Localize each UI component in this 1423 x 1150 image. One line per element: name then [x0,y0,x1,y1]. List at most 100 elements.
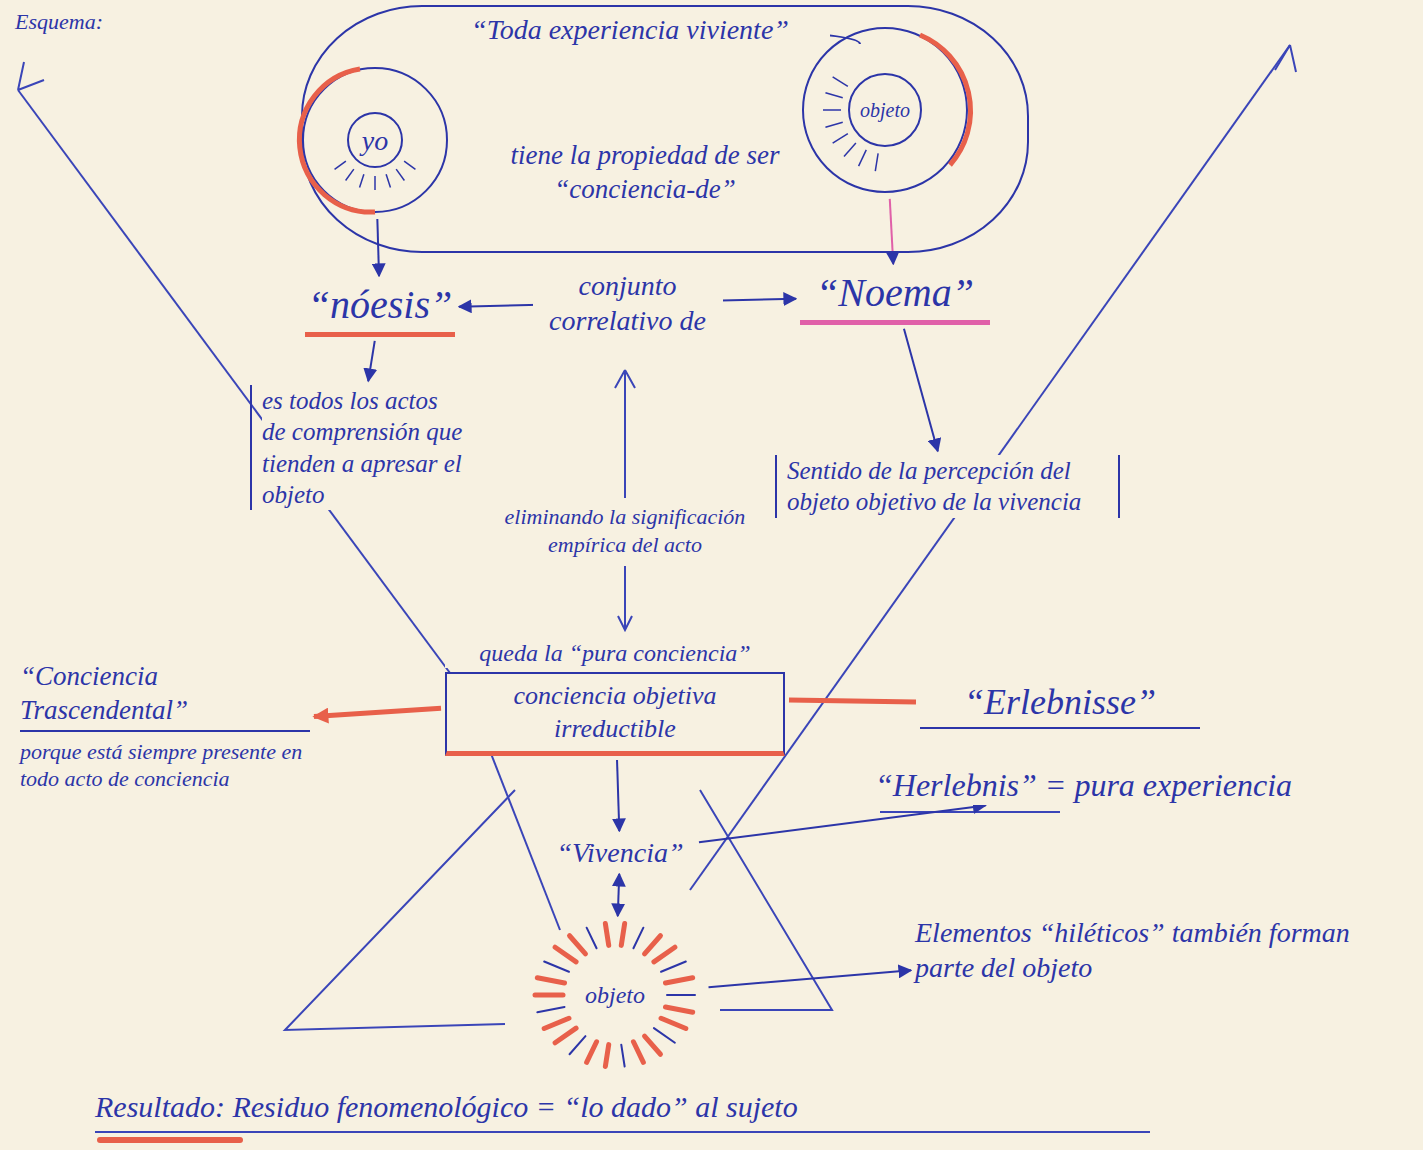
connector [617,760,619,831]
node-text: conciencia objetiva irreductible [445,672,785,756]
sheet-heading: Esquema: [15,8,215,36]
funnel-tip [1275,45,1296,72]
tick [404,161,415,169]
connector [709,970,911,987]
ray [587,928,597,949]
experience-band: “Toda experiencia viviente” tiene la prop… [300,4,1030,254]
tick [875,153,878,171]
reduction-arrow [618,566,632,630]
tick [386,174,390,187]
noema-definition: Sentido de la percepción del objeto obje… [775,455,1120,518]
connector [890,199,893,264]
erlebnisse-term: “Erlebnisse” [920,680,1200,729]
ray [605,1045,608,1067]
node-text: objeto [582,980,648,1010]
ray [537,1007,564,1012]
ray [645,936,661,954]
tick [859,150,867,166]
ray [570,936,586,954]
connector [904,329,938,451]
ray [665,1007,692,1012]
circle-outline [803,28,967,192]
triangle-left [285,790,515,1030]
noesis-definition: es todos los actos de comprensión que ti… [250,385,465,510]
node-text: Sentido de la percepción del objeto obje… [787,455,1108,518]
transcendental-note: “Conciencia Trascendental” porque está si… [20,660,310,793]
ray [544,1018,569,1028]
node-text: Elementos “hiléticos” también forman par… [915,915,1395,985]
triangle-right [700,790,832,1010]
ray [587,1042,597,1063]
ray [661,1018,686,1028]
node-text: “Herlebnis” = pura experiencia [875,765,1415,805]
tick [825,122,842,127]
tick [396,169,404,180]
funnel-line [18,90,470,700]
ray [555,947,576,962]
ray [605,924,608,946]
node-text: yo [359,123,391,158]
ego-circle: yo [300,65,450,215]
node-text: es todos los actos de comprensión que ti… [262,385,465,510]
noesis-term: “nóesis” [305,280,455,337]
tick [360,174,364,187]
connector [368,341,374,381]
ray [633,1042,643,1063]
node-text: objeto [857,98,913,123]
ray [667,994,695,996]
ray [555,1028,576,1043]
tick [825,93,842,98]
object-burst: objeto [525,920,705,1070]
ray [537,978,564,983]
circle-outline [303,68,447,212]
node-text: tiene la propiedad de ser “conciencia-de… [490,139,800,207]
connector [377,219,379,276]
noema-term: “Noema” [800,268,990,325]
ray [633,928,643,949]
node-text: “Toda experiencia viviente” [430,12,830,47]
ray [621,1045,624,1067]
hyletic-note: Elementos “hiléticos” también forman par… [915,915,1395,985]
ray [654,947,675,962]
pure-consciousness-box: queda la “pura conciencia” conciencia obj… [445,638,785,756]
inner-circle [849,74,921,146]
connector [314,708,441,716]
reduction-arrow [615,370,635,498]
vivencia-term: “Vivencia” [545,835,695,870]
object-circle: objeto [800,25,970,195]
ray [570,1036,586,1054]
tick [374,176,376,190]
ray [621,924,624,946]
connector-label: conjunto correlativo de [533,266,723,340]
connector [699,806,986,843]
ray [544,962,569,972]
connector [618,874,619,916]
funnel-tip [18,62,44,90]
ray [661,962,686,972]
herlebnis-term: “Herlebnis” = pura experiencia [875,765,1415,805]
node-text: “Erlebnisse” [920,680,1200,729]
tick [844,143,856,157]
node-text: “Conciencia Trascendental” [20,660,310,732]
ray [654,1028,675,1043]
tick [823,109,841,111]
tick [833,134,848,144]
connector [789,700,916,702]
result-line: Resultado: Residuo fenomenológico = “lo … [95,1088,1195,1126]
reduction-note: eliminando la significación empírica del… [500,503,750,558]
node-text: “nóesis” [305,280,455,337]
underline [880,811,1060,813]
tick [335,161,346,169]
node-text: porque está siempre presente en todo act… [20,738,310,793]
node-text: queda la “pura conciencia” [445,638,785,668]
ray [645,1036,661,1054]
inner-circle [348,113,402,167]
ray [535,993,563,998]
ray [665,978,692,983]
tick [346,169,354,180]
node-text: “Vivencia” [545,835,695,870]
node-text: “Noema” [800,268,990,325]
tick [833,77,848,87]
red-arc [920,35,971,165]
